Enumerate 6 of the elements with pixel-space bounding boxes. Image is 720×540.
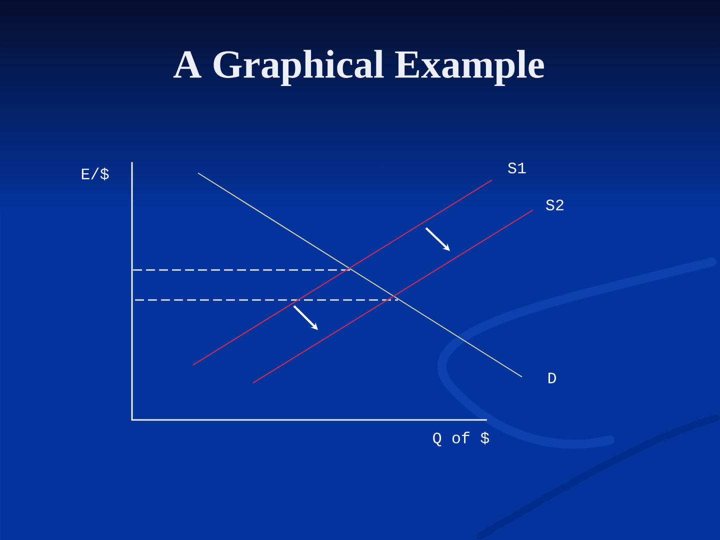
axis-label: E/$	[82, 168, 109, 180]
curve-label: S2	[546, 200, 564, 210]
curve-label: D	[548, 372, 556, 384]
title: A Graphical Example	[173, 50, 544, 86]
axis-label: Q of $	[433, 432, 490, 446]
curve-label: S1	[508, 162, 526, 174]
